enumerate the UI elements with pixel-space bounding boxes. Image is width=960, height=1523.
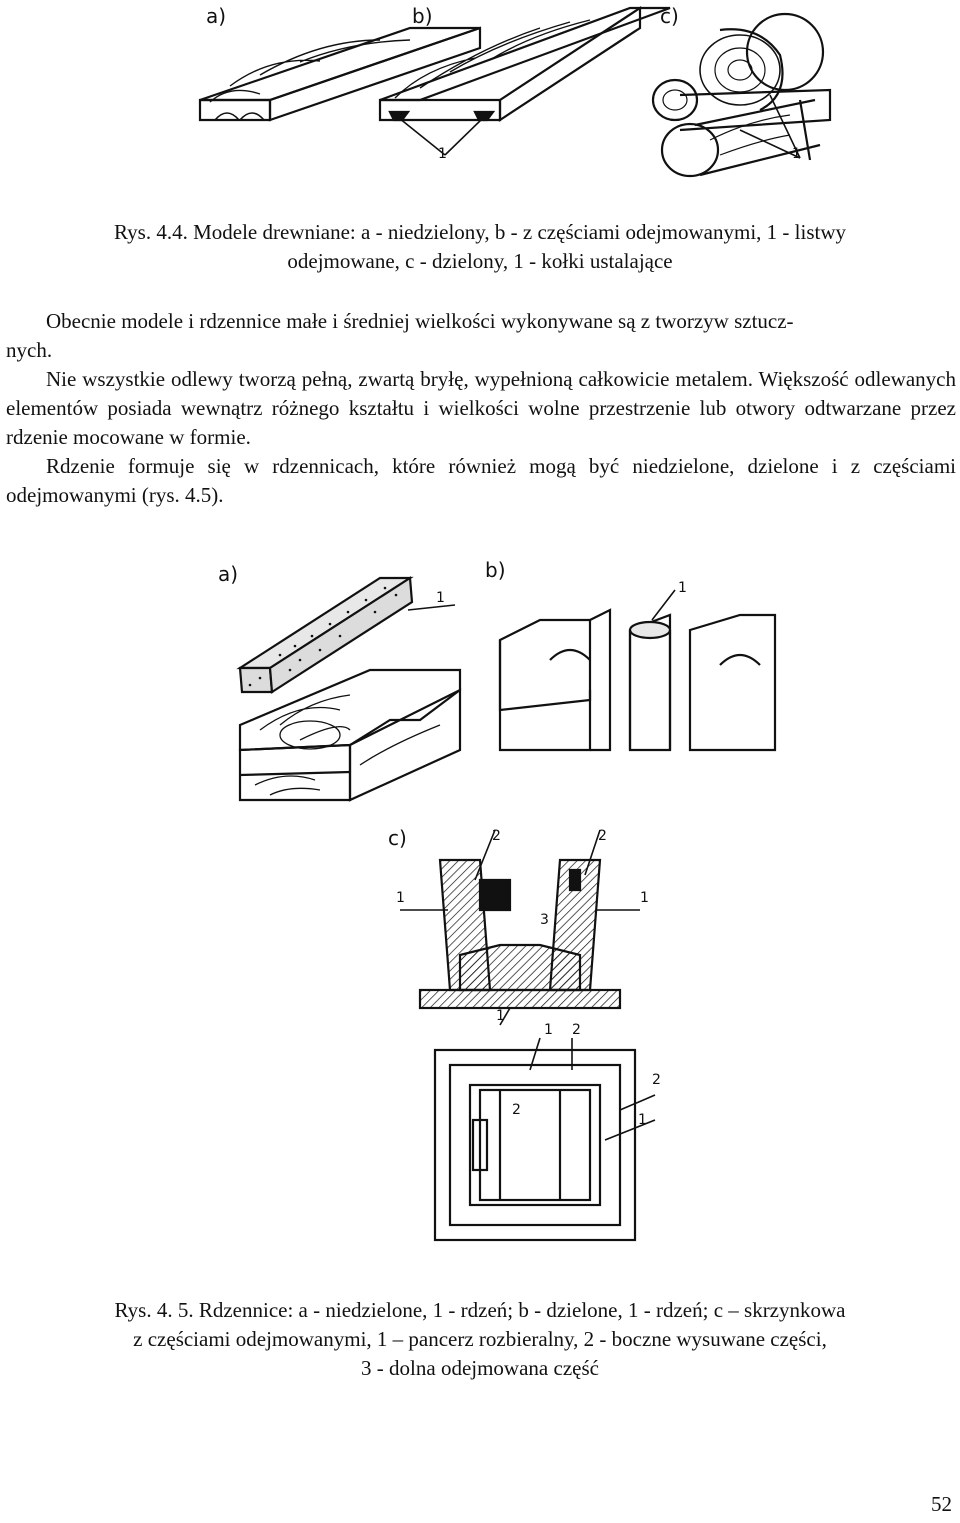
figure-4-5-callout-c-1c: 1 [496,1008,505,1024]
paragraph-1: Obecnie modele i rdzennice małe i średni… [6,307,956,365]
paragraph-3: Rdzenie formuje się w rdzennicach, które… [6,454,956,507]
figure-4-5-callout-c-1b: 1 [640,890,649,906]
figure-4-5-callout-a-1: 1 [436,590,445,606]
figure-4-5: a) b) c) 1 1 2 2 1 1 3 1 1 2 2 2 1 [200,550,800,1270]
figure-4-5-callout-c-2a: 2 [492,828,501,844]
figure-4-5-callout-b-1: 1 [678,580,687,596]
figure-4-4-drawing [198,5,832,178]
figure-4-4-label-b: b) [412,4,433,28]
paragraph-2: Nie wszystkie odlewy tworzą pełną, zwart… [6,367,956,449]
figure-4-5-callout-d-2a: 2 [572,1022,581,1038]
figure-4-5-callout-d-1: 1 [544,1022,553,1038]
figure-4-4: a) b) c) 1 1 [180,0,840,190]
page-number: 52 [931,1492,952,1516]
figure-4-5-label-c: c) [388,826,407,850]
caption-fig-4-5: Rys. 4. 5. Rdzennice: a - niedzielone, 1… [0,1296,960,1383]
caption-4-4-line-2: odejmowane, c - dzielony, 1 - kołki usta… [287,249,673,273]
figure-4-5-callout-d-1b: 1 [638,1112,647,1128]
paragraph-1-line-2: nych. [6,338,53,362]
caption-fig-4-4: Rys. 4.4. Modele drewniane: a - niedziel… [0,218,960,276]
caption-4-4-line-1: Rys. 4.4. Modele drewniane: a - niedziel… [113,220,847,244]
figure-4-5-label-a: a) [218,562,239,586]
figure-4-5-callout-d-2c: 2 [512,1102,521,1118]
figure-4-4-callout-1c: 1 [792,146,801,162]
figure-4-5-callout-c-3: 3 [540,912,549,928]
figure-4-4-label-c: c) [660,4,679,28]
caption-4-5-line-1: Rys. 4. 5. Rdzennice: a - niedzielone, 1… [114,1298,846,1322]
figure-4-5-callout-c-2b: 2 [598,828,607,844]
figure-4-4-callout-1b: 1 [438,146,447,162]
figure-4-4-label-a: a) [206,4,227,28]
caption-4-5-line-2: z częściami odejmowanymi, 1 – pancerz ro… [133,1327,827,1351]
figure-4-5-callout-c-1a: 1 [396,890,405,906]
caption-4-5-line-3: 3 - dolna odejmowana część [361,1356,599,1380]
figure-4-5-drawing [236,576,777,1242]
figure-4-5-callout-d-2b: 2 [652,1072,661,1088]
figure-4-5-label-b: b) [485,558,506,582]
paragraph-1-line-1: Obecnie modele i rdzennice małe i średni… [46,309,794,333]
